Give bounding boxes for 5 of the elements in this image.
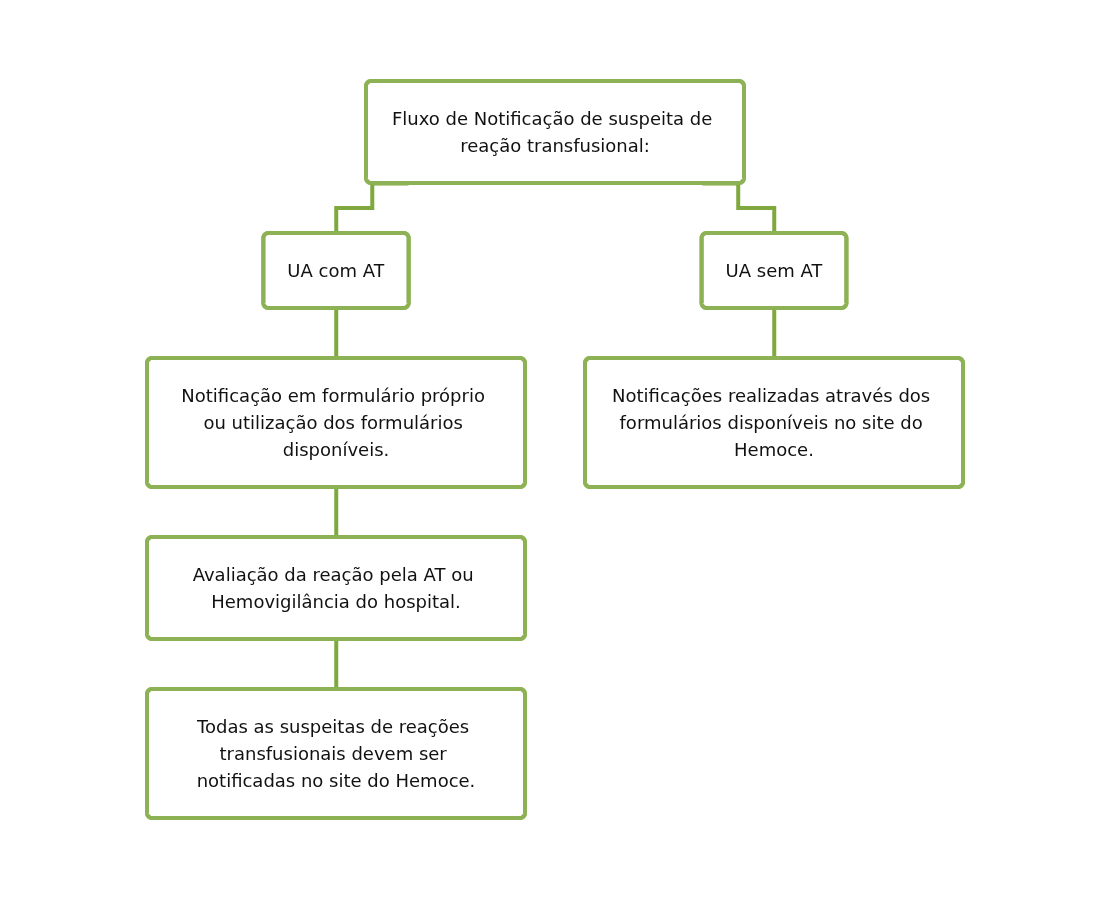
- node-text: Notificação em formulário próprio ou utilização dos formulários disponíveis.: [180, 385, 485, 460]
- node-text: Todas as suspeitas de reações transfusionais devem ser notificadas no site do Hemoce.: [196, 716, 475, 791]
- node-text: Notificações realizadas através dos formulários disponíveis no site do Hemoce.: [611, 385, 930, 460]
- node-text: Fluxo de Notificação de suspeita de reação transfusional:: [391, 108, 712, 156]
- node-text: Avaliação da reação pela AT ou Hemovigilância do hospital.: [192, 564, 474, 612]
